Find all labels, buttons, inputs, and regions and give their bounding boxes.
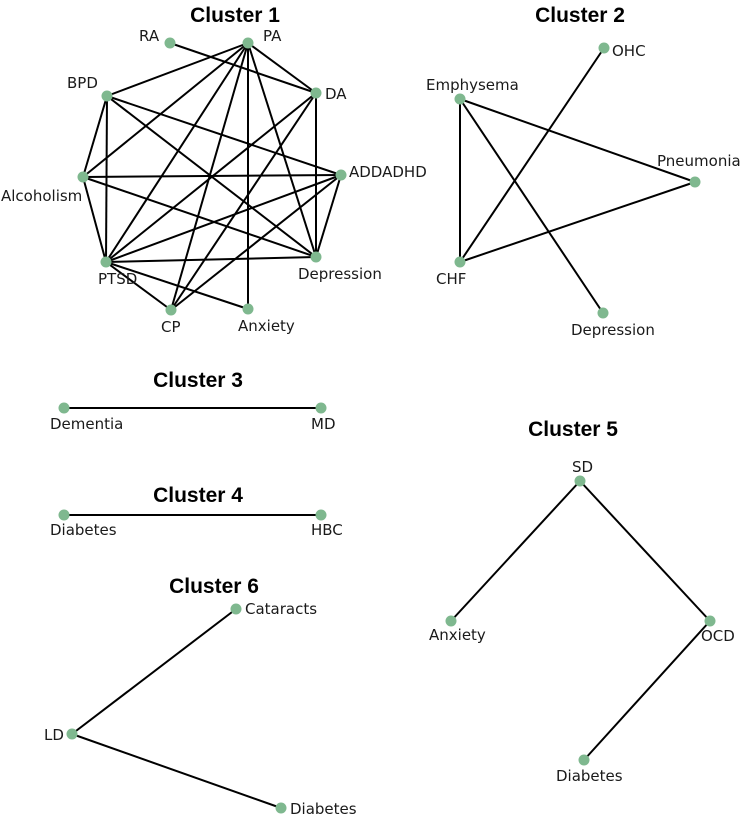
cluster-3-node-dementia: [58, 402, 70, 414]
cluster-1-node-ptsd: [100, 256, 112, 268]
cluster-1-edge-bpd-alcoholism: [82, 95, 108, 178]
cluster-1-label-cp: CP: [161, 318, 181, 336]
edges-layer: [64, 42, 711, 809]
cluster-1-edge-pa-da: [247, 42, 317, 94]
cluster-1-edge-ptsd-anxiety: [105, 261, 249, 310]
cluster-5-label-sd: SD: [572, 458, 593, 476]
cluster-4-node-diabetes: [58, 509, 70, 521]
cluster-1-label-ra: RA: [139, 27, 160, 45]
cluster-4-title: Cluster 4: [153, 484, 243, 507]
cluster-1-node-bpd: [101, 90, 113, 102]
cluster-1-label-ptsd: PTSD: [98, 270, 137, 288]
cluster-1-edge-addadhd-depression: [315, 174, 342, 258]
cluster-1-edge-bpd-addadhd: [106, 95, 342, 176]
cluster-3-label-md: MD: [311, 415, 336, 433]
cluster-1-edge-bpd-ptsd: [105, 95, 108, 263]
cluster-1-edge-pa-depression: [247, 42, 317, 258]
cluster-5-title: Cluster 5: [528, 418, 618, 441]
cluster-1-node-da: [310, 87, 322, 99]
cluster-2-label-depression: Depression: [571, 321, 655, 339]
cluster-1-edge-alcoholism-addadhd: [82, 174, 342, 178]
cluster-2-node-pneumonia: [689, 176, 701, 188]
cluster-5-node-sd: [574, 475, 586, 487]
cluster-1-edge-pa-ptsd: [105, 42, 249, 263]
cluster-1-edge-ptsd-cp: [105, 261, 172, 311]
cluster-5-edge-ocd-diabetes: [583, 620, 711, 761]
cluster-2-edge-emphysema-depression: [459, 98, 604, 314]
cluster-2-node-depression: [597, 307, 609, 319]
cluster-1-node-addadhd: [335, 169, 347, 181]
cluster-1-label-anxiety: Anxiety: [238, 317, 295, 335]
cluster-1-edge-da-ptsd: [105, 92, 317, 263]
cluster-4-label-hbc: HBC: [311, 521, 343, 539]
cluster-4-node-hbc: [315, 509, 327, 521]
cluster-2-label-ohc: OHC: [612, 42, 646, 60]
cluster-2-edge-ohc-chf: [459, 47, 605, 263]
cluster-2-label-emphysema: Emphysema: [426, 76, 519, 94]
cluster-5-edge-sd-anxiety: [450, 480, 581, 622]
cluster-5-label-diabetes: Diabetes: [556, 767, 623, 785]
cluster-1-edge-pa-alcoholism: [82, 42, 249, 178]
cluster-6-node-ld: [66, 728, 78, 740]
cluster-2-node-ohc: [598, 42, 610, 54]
cluster-1-edge-ra-da: [169, 42, 317, 94]
cluster-1-node-depression: [310, 251, 322, 263]
cluster-3-label-dementia: Dementia: [50, 415, 123, 433]
cluster-1-label-depression: Depression: [298, 265, 382, 283]
cluster-6-edge-ld-diabetes: [71, 733, 282, 809]
cluster-1-edge-da-cp: [170, 92, 317, 311]
cluster-3-node-md: [315, 402, 327, 414]
cluster-1-edge-addadhd-cp: [170, 174, 342, 311]
cluster-1-label-addadhd: ADDADHD: [349, 163, 427, 181]
cluster-2-label-pneumonia: Pneumonia: [657, 152, 741, 170]
cluster-1-node-pa: [242, 37, 254, 49]
cluster-1-node-anxiety: [242, 303, 254, 315]
cluster-6-title: Cluster 6: [169, 575, 259, 598]
cluster-1-edge-addadhd-ptsd: [105, 174, 342, 263]
cluster-1-label-da: DA: [325, 85, 347, 103]
cluster-6-label-ld: LD: [44, 726, 64, 744]
cluster-1-label-pa: PA: [263, 27, 282, 45]
cluster-5-node-ocd: [704, 615, 716, 627]
cluster-1-label-bpd: BPD: [67, 74, 98, 92]
cluster-5-label-ocd: OCD: [701, 627, 735, 645]
cluster-2-node-emphysema: [454, 93, 466, 105]
cluster-2-node-chf: [454, 256, 466, 268]
cluster-1-node-alcoholism: [77, 171, 89, 183]
cluster-6-edge-ld-cataracts: [71, 608, 237, 735]
cluster-1-title: Cluster 1: [190, 4, 280, 27]
cluster-6-label-cataracts: Cataracts: [245, 600, 317, 618]
cluster-6-node-cataracts: [230, 603, 242, 615]
cluster-5-label-anxiety: Anxiety: [429, 626, 486, 644]
cluster-2-title: Cluster 2: [535, 4, 625, 27]
cluster-1-edge-ptsd-depression: [105, 256, 317, 263]
cluster-3-title: Cluster 3: [153, 369, 243, 392]
cluster-2-label-chf: CHF: [436, 270, 466, 288]
cluster-1-node-ra: [164, 37, 176, 49]
cluster-1-edge-alcoholism-ptsd: [82, 176, 107, 263]
cluster-6-label-diabetes: Diabetes: [290, 800, 357, 818]
cluster-6-node-diabetes: [275, 802, 287, 814]
cluster-1-edge-pa-bpd: [106, 42, 249, 97]
labels-layer: RA PA BPD DA Alcoholism ADDADHD PTSD Depression…: [1, 27, 741, 818]
cluster-2-edge-chf-pneumonia: [459, 181, 696, 263]
cluster-2-edge-emphysema-pneumonia: [459, 98, 696, 183]
cluster-5-edge-sd-ocd: [579, 480, 711, 622]
nodes-layer: [58, 37, 716, 814]
cluster-5-node-diabetes: [578, 754, 590, 766]
cluster-5-node-anxiety: [445, 615, 457, 627]
titles-layer: Cluster 1 Cluster 2 Cluster 3 Cluster 4 Clus…: [153, 4, 625, 598]
cluster-1-label-alcoholism: Alcoholism: [1, 187, 82, 205]
cluster-4-label-diabetes: Diabetes: [50, 521, 117, 539]
cluster-1-edge-alcoholism-depression: [82, 176, 317, 258]
cluster-1-node-cp: [165, 304, 177, 316]
